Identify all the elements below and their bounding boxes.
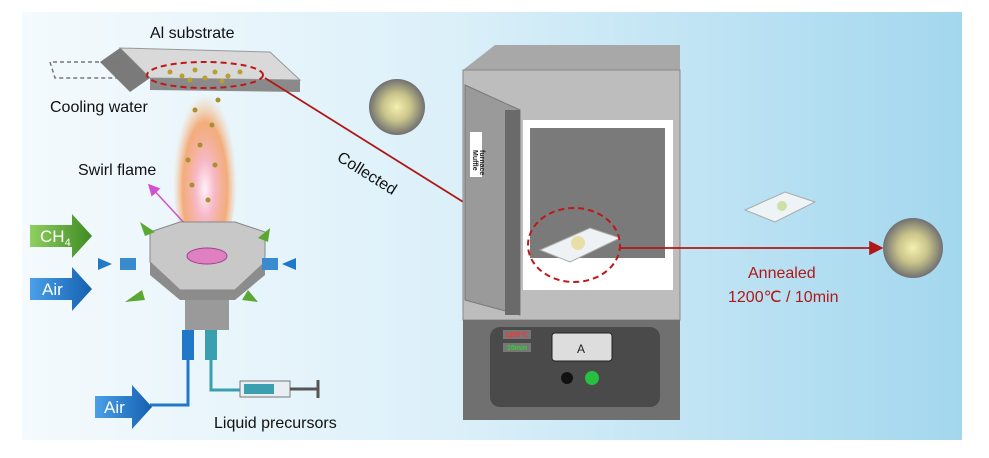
label-annealed: Annealed [748,265,816,282]
svg-text:10min: 10min [507,345,527,352]
annealed-crucible [743,191,817,223]
crucible-highlight [527,207,621,283]
label-anneal-conditions: 1200℃ / 10min [728,289,838,306]
ch4-arrow: CH4 [30,214,92,258]
svg-text:Muffle: Muffle [471,150,478,171]
label-cooling-water: Cooling water [50,99,149,116]
cooling-water-arrows [48,61,120,79]
svg-text:CH4: CH4 [40,227,71,249]
air-arrow-top: Air [30,267,92,311]
label-al-substrate: Al substrate [150,25,235,42]
label-swirl-flame: Swirl flame [78,162,156,179]
collected-powder-image [369,79,425,135]
syringe-icon [239,380,320,398]
flame [173,75,237,265]
svg-text:furnace: furnace [478,150,485,175]
al-substrate [100,47,302,92]
air-arrow-bottom: Air [95,385,152,429]
swirl-burner [120,221,278,360]
particles [185,97,221,203]
annealed-powder-image [883,218,943,278]
muffle-furnace: Muffle furnace 1200℃ 10min A [462,45,681,420]
svg-text:1200℃: 1200℃ [505,331,529,339]
svg-text:A: A [577,342,585,356]
air-line [150,360,190,407]
label-liquid-precursors: Liquid precursors [214,415,337,432]
svg-text:Air: Air [104,398,125,417]
precursor-line [209,360,240,392]
blue-inlet-arrows [98,258,296,270]
svg-text:Air: Air [42,280,63,299]
green-inlet-arrows [125,222,270,302]
